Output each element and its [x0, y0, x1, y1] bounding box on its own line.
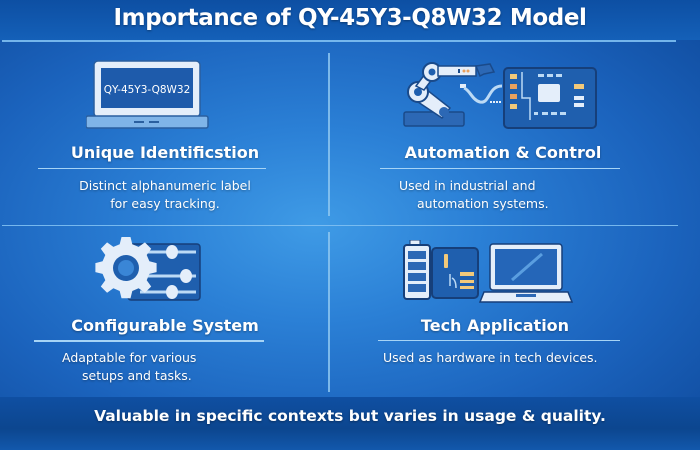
- card-heading: Automation & Control: [404, 143, 602, 162]
- footer-text: Valuable in specific contexts but varies…: [94, 407, 606, 425]
- laptop-label-icon: QY-45Y3-Q8W32: [86, 60, 209, 129]
- robot-arm-circuit-icon: [403, 62, 597, 129]
- column-divider-top: [328, 53, 330, 216]
- column-divider-bottom: [328, 232, 330, 392]
- page-title: Importance of QY-45Y3-Q8W32 Model: [0, 0, 700, 40]
- card-underline: [38, 168, 266, 169]
- footer-banner: Valuable in specific contexts but varies…: [0, 397, 700, 450]
- card-heading: Tech Application: [420, 316, 570, 335]
- row-divider: [2, 225, 678, 226]
- card-heading: Unique Identificstion: [70, 143, 260, 162]
- card-heading: Configurable System: [71, 316, 259, 335]
- header-divider: [2, 40, 676, 42]
- card-underline: [380, 168, 620, 169]
- gear-sliders-icon: [95, 237, 201, 301]
- battery-board-laptop-icon: [403, 240, 574, 303]
- card-underline: [34, 340, 264, 342]
- card-description-line: Used in industrial and: [399, 178, 536, 193]
- laptop-screen-label: QY-45Y3-Q8W32: [104, 84, 191, 96]
- card-description-line: Adaptable for various: [62, 350, 197, 365]
- card-description-line: Used as hardware in tech devices.: [383, 350, 598, 365]
- card-underline: [378, 340, 620, 341]
- card-description-line: for easy tracking.: [110, 196, 220, 211]
- card-description-line: setups and tasks.: [82, 368, 192, 383]
- card-description-line: automation systems.: [417, 196, 549, 211]
- card-description-line: Distinct alphanumeric label: [79, 178, 251, 193]
